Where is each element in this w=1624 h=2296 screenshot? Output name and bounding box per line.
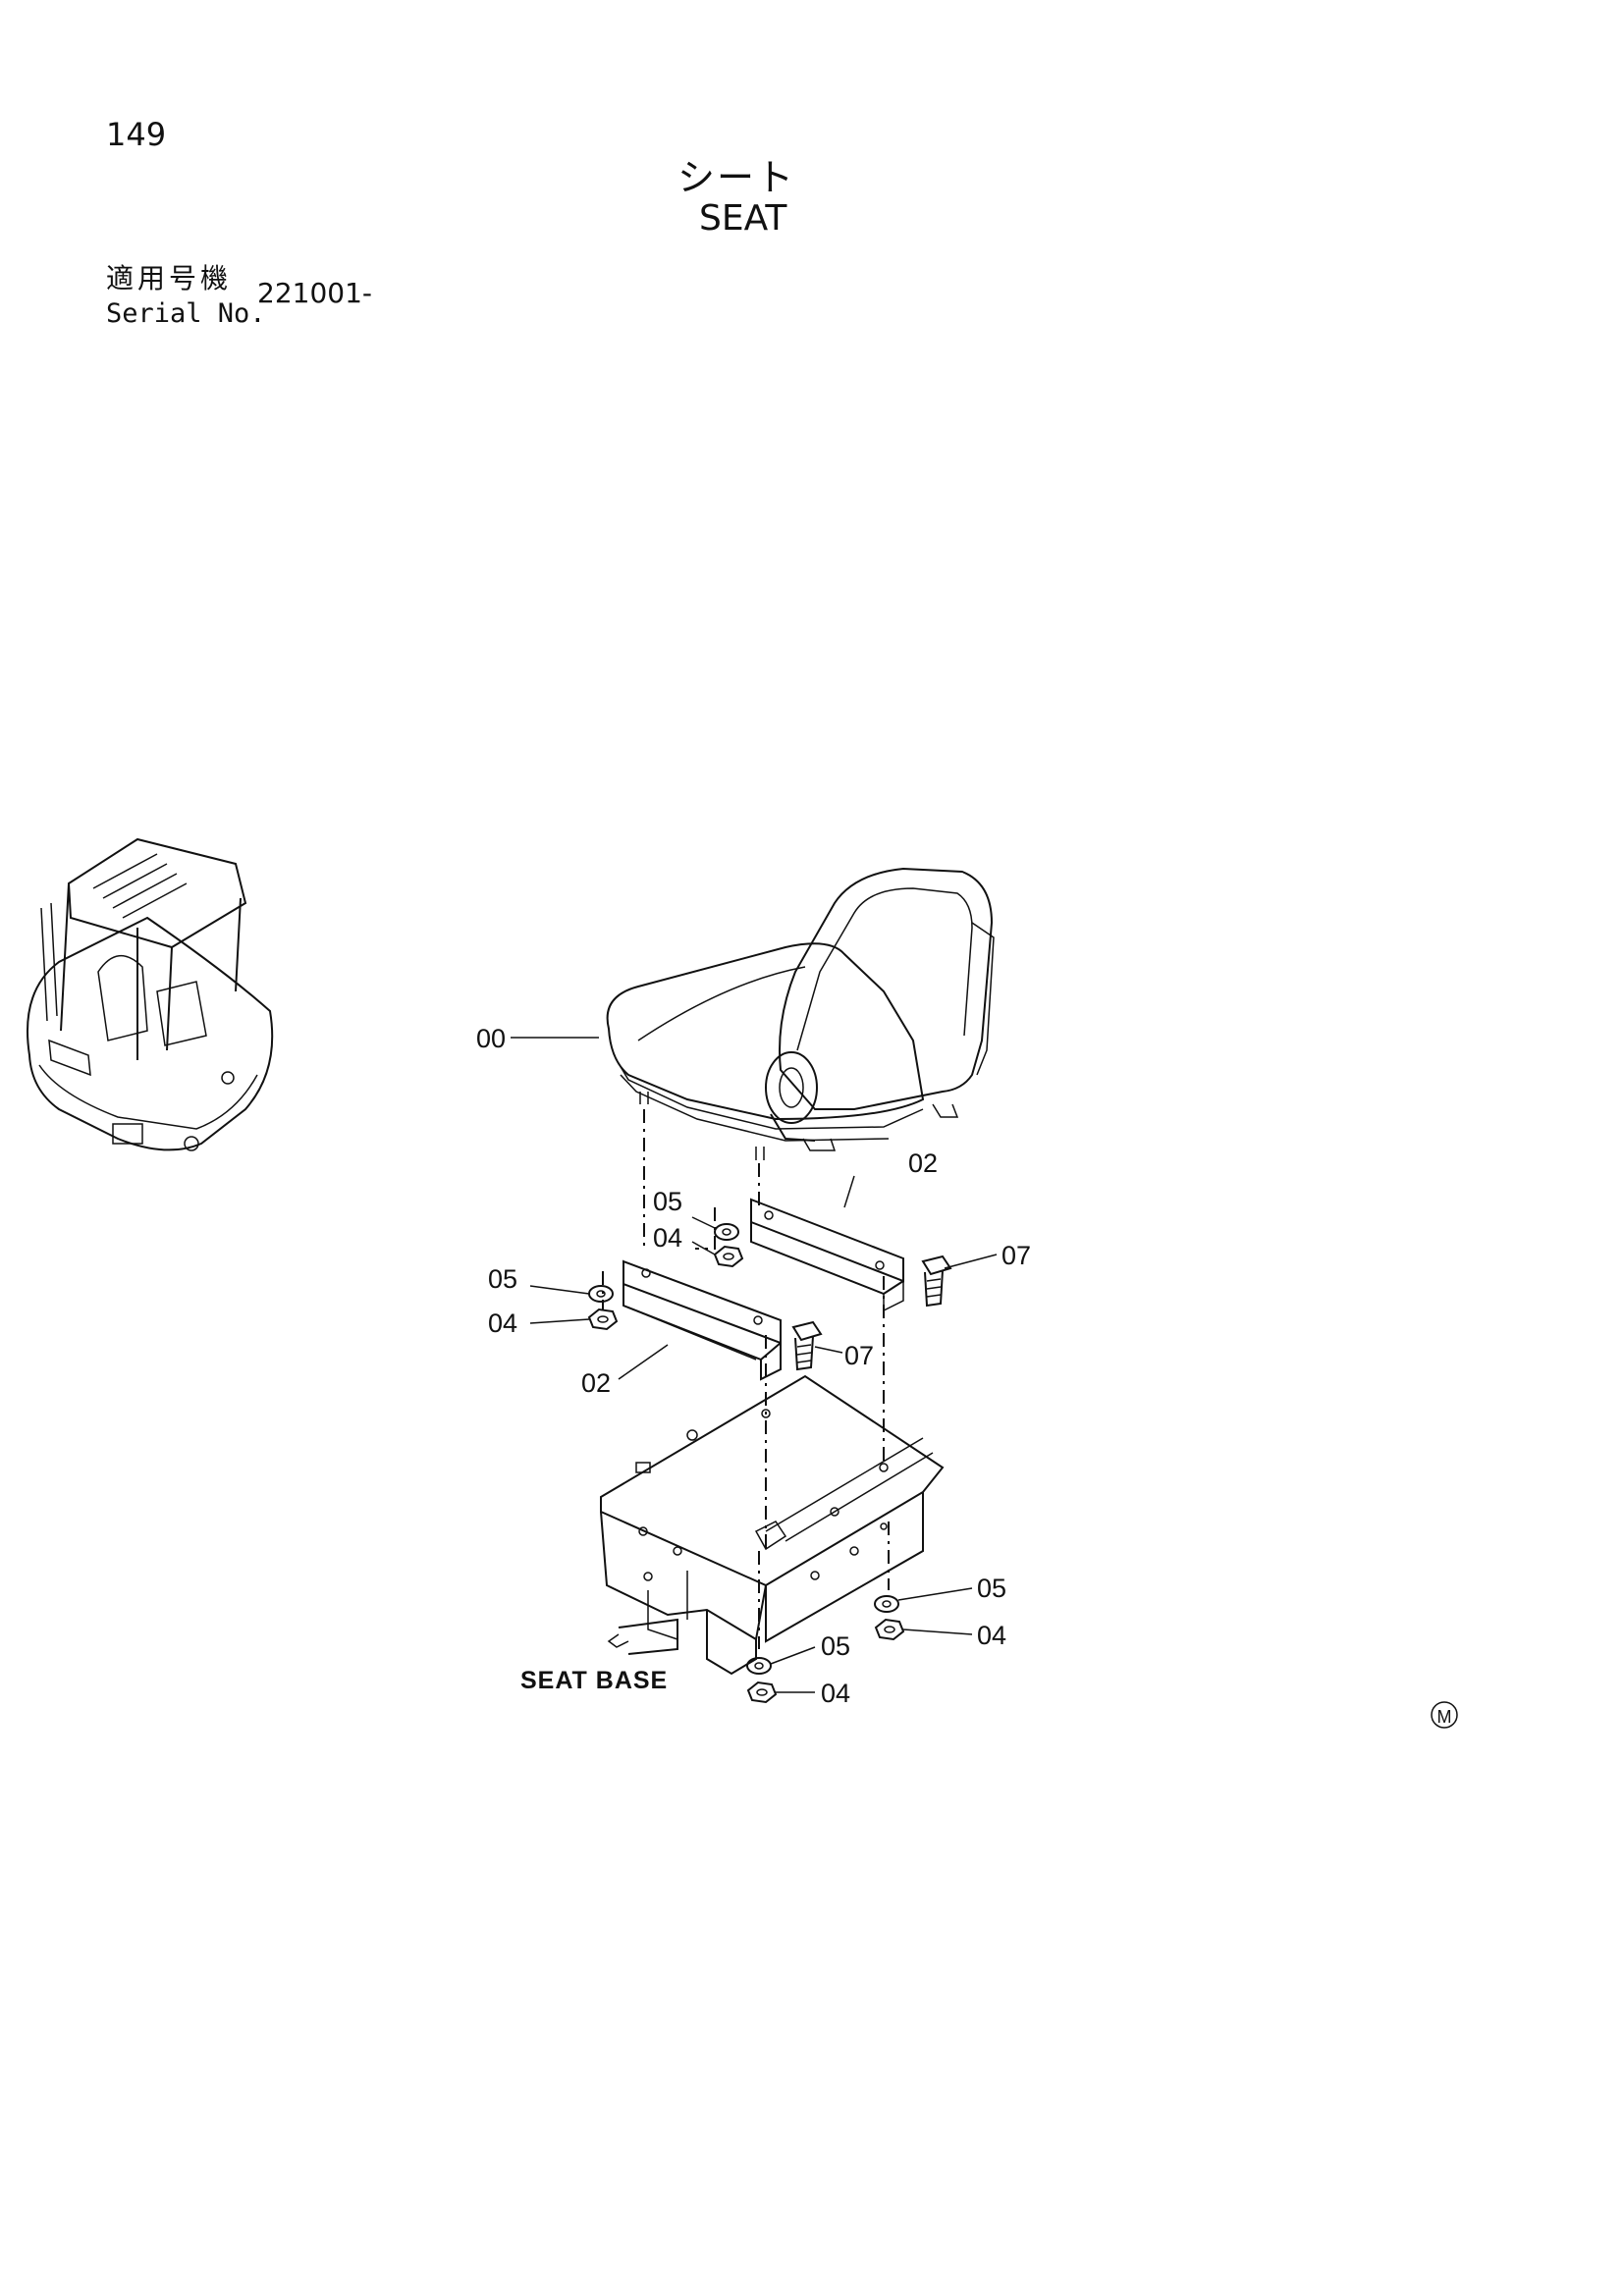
callout-washer-left: 05 <box>488 1264 517 1294</box>
manufacturer-mark-letter: M <box>1437 1707 1452 1727</box>
bolt-lower-icon <box>791 1320 823 1371</box>
callout-bolt-upper: 07 <box>1001 1241 1031 1270</box>
serial-label-japanese: 適用号機 <box>106 262 233 294</box>
callout-bracket-lower: 02 <box>581 1368 611 1398</box>
callout-washer-bottom: 05 <box>821 1631 850 1661</box>
serial-label: Serial No. <box>106 298 266 329</box>
nut-upper-icon <box>713 1245 744 1268</box>
manufacturer-mark: M <box>1431 1701 1458 1729</box>
callout-nut-left: 04 <box>488 1308 517 1338</box>
page-title-japanese: シート <box>677 156 796 199</box>
callout-seat: 00 <box>476 1024 506 1053</box>
assembly-lines <box>602 1109 890 1649</box>
washer-left-icon <box>588 1285 614 1303</box>
callout-nut-upper: 04 <box>653 1223 682 1253</box>
callout-labels: 00 02 07 05 04 05 04 02 07 05 04 05 04 S… <box>476 1024 1031 1708</box>
page-title: SEAT <box>699 198 787 239</box>
bolt-upper-icon <box>921 1255 952 1308</box>
washer-upper-icon <box>714 1223 739 1241</box>
washer-right-icon <box>874 1595 899 1613</box>
seat-assembly <box>606 867 995 1160</box>
excavator-thumbnail-icon <box>27 837 274 1151</box>
serial-number-value: 221001- <box>257 277 372 309</box>
nut-bottom-icon <box>746 1681 778 1704</box>
nut-left-icon <box>587 1308 619 1331</box>
callout-nut-right: 04 <box>977 1621 1006 1650</box>
seat-bracket-lower <box>623 1259 782 1381</box>
callout-nut-bottom: 04 <box>821 1679 850 1708</box>
seat-base-label: SEAT BASE <box>520 1667 668 1694</box>
page-number: 149 <box>106 116 167 153</box>
washer-bottom-icon <box>746 1657 772 1675</box>
seat-bracket-upper <box>750 1198 904 1312</box>
seat-base <box>600 1374 945 1676</box>
callout-washer-right: 05 <box>977 1574 1006 1603</box>
callout-bracket-upper: 02 <box>908 1148 938 1178</box>
callout-bolt-lower: 07 <box>844 1341 874 1370</box>
callout-washer-upper: 05 <box>653 1187 682 1216</box>
nut-right-icon <box>874 1618 905 1641</box>
leader-lines <box>511 1037 998 1693</box>
